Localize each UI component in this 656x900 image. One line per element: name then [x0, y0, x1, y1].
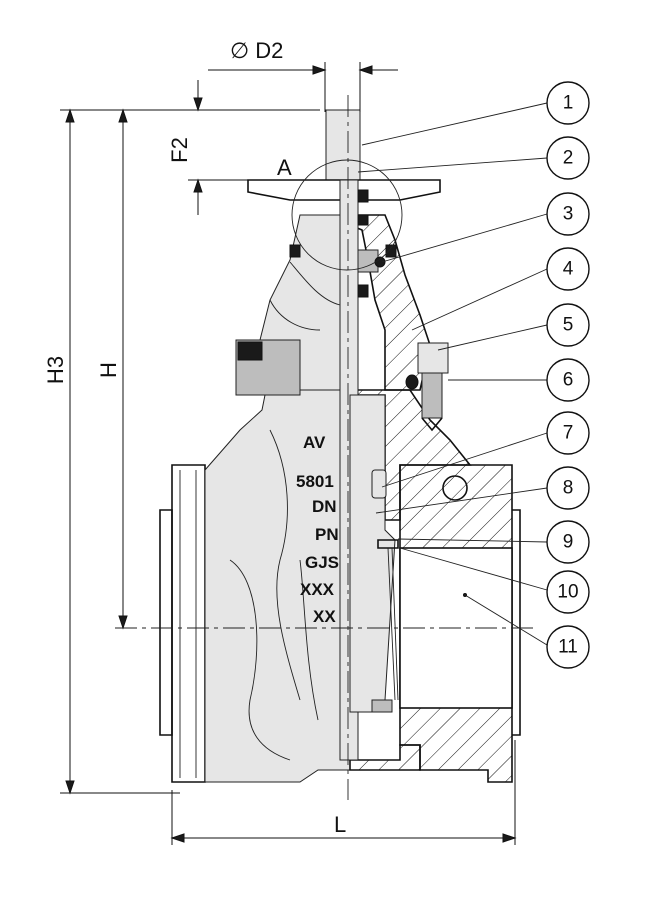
callout-9: 9	[546, 520, 590, 564]
centre-lines	[115, 95, 535, 800]
body-marking: AV 5801 DN PN GJS XXX XX	[296, 433, 339, 626]
stem-cap	[325, 109, 361, 181]
callout-1: 1	[546, 81, 590, 125]
callout-6: 6	[546, 358, 590, 402]
callout-3: 3	[546, 192, 590, 236]
dimension-d2: ∅ D2	[208, 38, 398, 112]
dimension-f2: F2 A	[167, 80, 320, 215]
marking-line-4: GJS	[305, 553, 339, 572]
marking-line-6: XX	[313, 607, 336, 626]
valve-body	[204, 371, 351, 783]
callout-10: 10	[546, 570, 590, 614]
svg-text:10: 10	[557, 582, 578, 603]
dimension-l: L	[170, 740, 517, 845]
callout-5: 5	[546, 303, 590, 347]
right-bolt-hole	[442, 475, 468, 501]
dim-d2-label: ∅ D2	[230, 38, 283, 63]
svg-text:5: 5	[563, 315, 574, 336]
callout-8: 8	[546, 466, 590, 510]
dimension-h: H	[96, 108, 128, 630]
svg-text:3: 3	[563, 204, 574, 225]
detail-a-circle	[291, 159, 403, 271]
detail-a-label: A	[277, 155, 292, 180]
callout-2: 2	[546, 136, 590, 180]
svg-text:2: 2	[563, 148, 574, 169]
svg-text:11: 11	[558, 637, 578, 658]
dim-f2-label: F2	[167, 137, 192, 163]
dim-l-label: L	[334, 812, 346, 837]
callout-4: 4	[546, 247, 590, 291]
callout-7: 7	[546, 411, 590, 455]
marking-line-2: DN	[312, 497, 337, 516]
gate-wedge	[349, 394, 399, 713]
marking-line-3: PN	[315, 525, 339, 544]
bonnet	[235, 214, 431, 396]
marking-line-1: 5801	[296, 472, 334, 491]
svg-text:7: 7	[563, 423, 574, 444]
bonnet-bolt	[405, 342, 449, 432]
svg-text:8: 8	[563, 478, 574, 499]
leader-lines	[357, 102, 548, 646]
svg-text:4: 4	[563, 259, 574, 280]
stem-nut	[371, 469, 387, 499]
svg-text:9: 9	[563, 532, 574, 553]
brand-logo: AV	[303, 433, 326, 452]
right-flange-section	[399, 464, 521, 783]
svg-text:1: 1	[563, 93, 574, 114]
svg-text:6: 6	[563, 370, 574, 391]
dim-h-label: H	[96, 362, 121, 378]
dimension-h3: H3	[43, 108, 320, 795]
dim-h3-label: H3	[43, 356, 68, 384]
marking-line-5: XXX	[300, 580, 335, 599]
callout-11: 11	[546, 625, 590, 669]
